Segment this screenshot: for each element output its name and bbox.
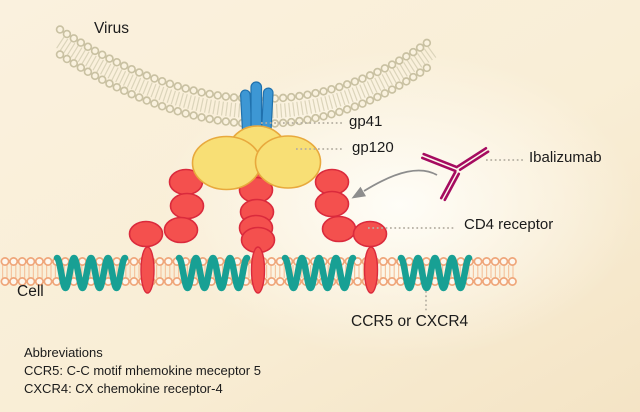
- cd4-receptor-chains: [128, 168, 388, 254]
- abbreviation-line: CXCR4: CX chemokine receptor-4: [24, 381, 223, 397]
- abbreviation-line: CCR5: C-C motif mhemokine meceptor 5: [24, 363, 261, 379]
- coreceptor-label: CCR5 or CXCR4: [351, 313, 469, 330]
- gp120-blobs-front: [191, 135, 322, 191]
- gp41-label: gp41: [349, 113, 383, 130]
- antibody-y-icon: [420, 147, 490, 202]
- ibalizumab-label: Ibalizumab: [529, 149, 602, 166]
- abbreviations-block: Abbreviations CCR5: C-C motif mhemokine …: [24, 344, 261, 399]
- gp120-label: gp120: [352, 139, 394, 156]
- abbreviations-title: Abbreviations: [24, 345, 103, 360]
- cd4-transmembrane-stalks: [140, 246, 379, 294]
- cell-label: Cell: [17, 283, 44, 300]
- cd4-receptor-label: CD4 receptor: [464, 216, 554, 233]
- leader-lines: [261, 122, 524, 311]
- binding-arrow-icon: [351, 169, 438, 199]
- coreceptor-coils: [53, 254, 473, 292]
- virus-label: Virus: [94, 20, 130, 37]
